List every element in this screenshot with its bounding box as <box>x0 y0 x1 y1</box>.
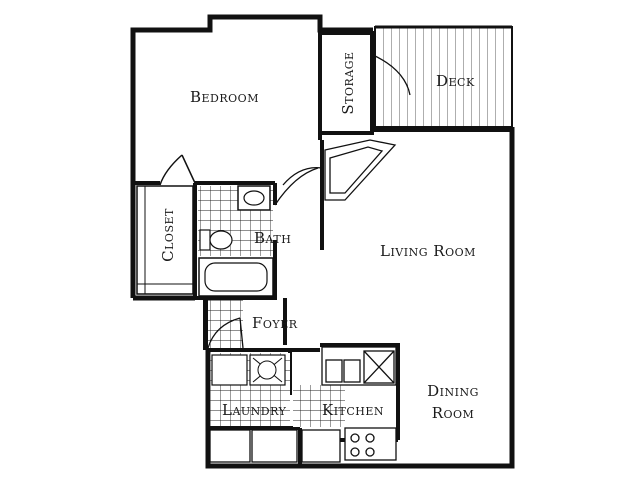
deck-area <box>374 25 513 128</box>
dining-room-label-line1: Dining <box>427 382 479 400</box>
bath-label: Bath <box>254 229 292 247</box>
dining-room-label: Dining Room <box>418 380 488 424</box>
bath-floor <box>198 167 319 297</box>
storage-door <box>372 54 411 96</box>
dining-room-label-line2: Room <box>431 404 475 422</box>
storage-label: Storage <box>339 51 357 115</box>
deck-label: Deck <box>436 72 475 90</box>
laundry-label: Laundry <box>222 401 287 419</box>
kitchen-label: Kitchen <box>322 401 385 419</box>
bedroom-label: Bedroom <box>190 88 259 106</box>
closet-area <box>136 154 196 295</box>
kitchen-counters <box>209 346 397 463</box>
closet-label: Closet <box>159 208 177 262</box>
living-door <box>282 166 323 186</box>
kitchen-floor <box>293 385 345 427</box>
fireplace <box>324 139 397 201</box>
foyer-label: Foyer <box>252 314 298 332</box>
foyer-floor <box>207 300 244 349</box>
living-room-label: Living Room <box>380 242 476 260</box>
laundry-floor <box>210 353 290 426</box>
